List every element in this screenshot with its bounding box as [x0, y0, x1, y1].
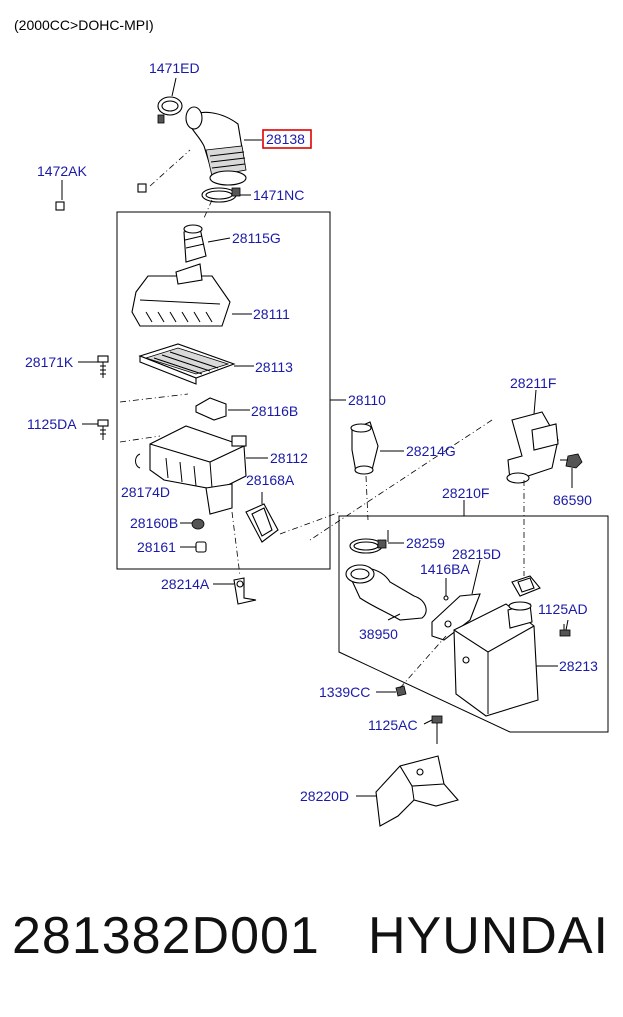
bolt-86590-part[interactable] [565, 453, 583, 488]
grommet-part[interactable] [511, 575, 541, 597]
clamp-28259-part[interactable] [349, 530, 389, 554]
label-28115G: 28115G [232, 230, 281, 246]
hose-clamp-1471NC-part[interactable] [201, 187, 241, 203]
resonator-assembly-frame [338, 515, 609, 733]
bolt-1125DA-part[interactable] [97, 419, 109, 440]
air-cleaner-cover-part[interactable] [131, 263, 231, 327]
label-28168A: 28168A [246, 472, 295, 488]
label-28174D: 28174D [121, 484, 170, 500]
label-28110: 28110 [348, 392, 386, 408]
label-28211F: 28211F [510, 375, 556, 391]
cap-28160B-part[interactable] [191, 518, 205, 530]
label-1339CC: 1339CC [319, 684, 370, 700]
brand-name: HYUNDAI [367, 907, 609, 965]
label-28111: 28111 [253, 306, 290, 322]
label-1471ED: 1471ED [149, 60, 200, 76]
label-1125DA: 1125DA [27, 416, 77, 432]
label-1125AC: 1125AC [368, 717, 418, 733]
air-duct-28211F-part[interactable] [506, 411, 559, 484]
bolt-1125AC-part[interactable] [431, 715, 443, 744]
label-1125AD: 1125AD [538, 601, 588, 617]
hose-clamp-1471ED-part[interactable] [157, 96, 183, 124]
footer-bar: 281382D001 HYUNDAI [0, 900, 623, 980]
bolt-28171K-part[interactable] [97, 355, 109, 378]
gasket-28168A-part[interactable] [245, 503, 279, 543]
label-28210F: 28210F [442, 485, 489, 501]
label-28112: 28112 [270, 450, 308, 466]
resonator-28213-part[interactable] [453, 601, 539, 717]
intake-hose-part[interactable] [185, 106, 247, 186]
label-28113: 28113 [255, 359, 293, 375]
highlight-box [262, 129, 312, 149]
hose-38950-part[interactable] [345, 564, 427, 621]
label-28171K: 28171K [25, 354, 74, 370]
clip-28174D-part[interactable] [135, 453, 141, 469]
label-28220D: 28220D [300, 788, 349, 804]
air-filter-element-part[interactable] [138, 343, 236, 385]
air-cleaner-body-part[interactable] [149, 425, 247, 515]
part-number: 281382D001 [12, 907, 320, 965]
bracket-28116B-part[interactable] [195, 397, 227, 421]
air-duct-28115G-part[interactable] [183, 224, 207, 263]
elbow-28214G-part[interactable] [350, 421, 379, 475]
label-28215D: 28215D [452, 546, 501, 562]
bracket-28220D-part[interactable] [375, 755, 459, 827]
label-28160B: 28160B [130, 515, 178, 531]
engine-spec-header: (2000CC>DOHC-MPI) [14, 17, 154, 33]
air-cleaner-assembly-frame [116, 211, 331, 570]
label-28214A: 28214A [161, 576, 210, 592]
label-38950: 38950 [359, 626, 398, 642]
bracket-28215D-part[interactable] [431, 593, 481, 641]
label-1472AK: 1472AK [37, 163, 87, 179]
bolt-1125AD-part[interactable] [559, 624, 571, 637]
label-28213: 28213 [559, 658, 598, 674]
parts-diagram: (2000CC>DOHC-MPI) [14, 17, 609, 827]
label-86590: 86590 [553, 492, 592, 508]
label-1416BA: 1416BA [420, 561, 470, 577]
label-28214G: 28214G [406, 443, 456, 459]
label-28161: 28161 [137, 539, 176, 555]
cap-28161-part[interactable] [195, 541, 207, 553]
clip-1416BA-part[interactable] [443, 578, 449, 601]
breather-hose-part[interactable] [55, 183, 147, 211]
label-28116B: 28116B [251, 403, 298, 419]
label-28138-highlighted[interactable]: 28138 [266, 131, 305, 147]
label-1471NC: 1471NC [253, 187, 304, 203]
bracket-28214A-part[interactable] [233, 577, 257, 605]
nut-1339CC-part[interactable] [395, 685, 407, 697]
label-28259: 28259 [406, 535, 445, 551]
